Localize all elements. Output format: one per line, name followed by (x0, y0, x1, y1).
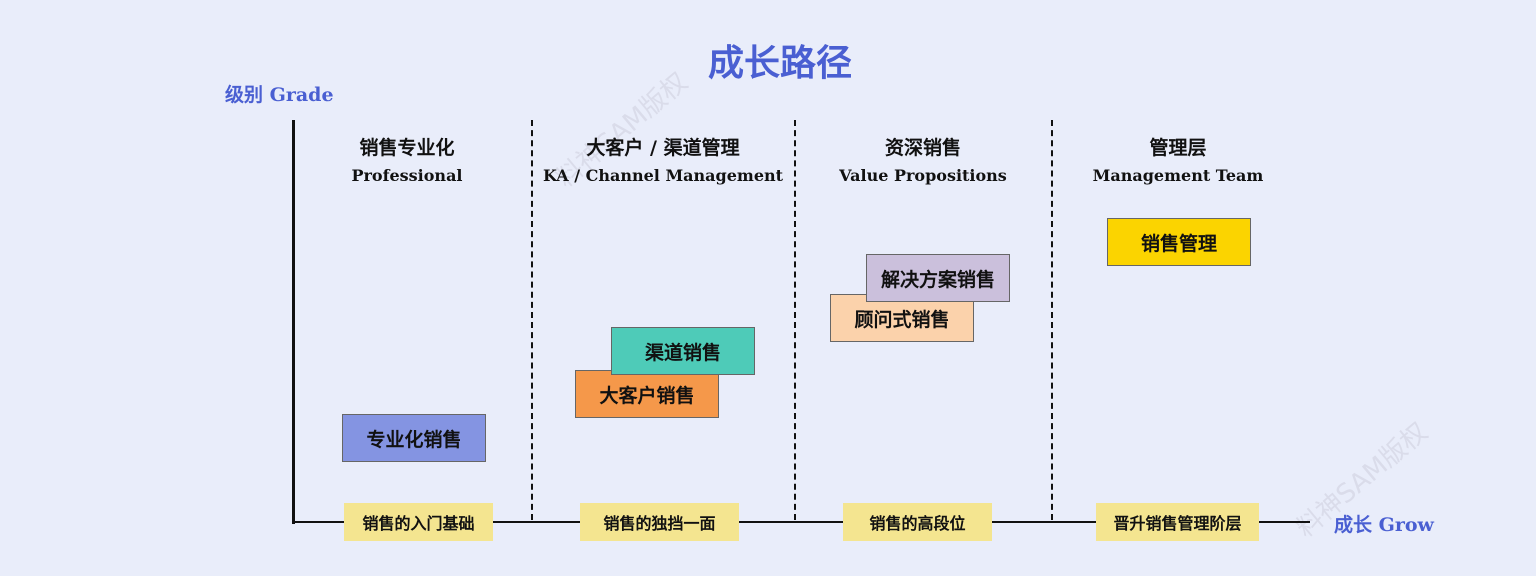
role-professional-sales: 专业化销售 (342, 414, 486, 462)
role-channel-sales: 渠道销售 (611, 327, 755, 375)
column-divider (794, 120, 796, 520)
y-axis-label: 级别 Grade (225, 84, 334, 106)
column-divider (1051, 120, 1053, 520)
stage-label: 销售的高段位 (843, 503, 992, 541)
column-header-management: 管理层 Management Team (1048, 133, 1308, 185)
x-axis-label: 成长 Grow (1334, 514, 1434, 536)
column-title-en: Value Propositions (839, 166, 1007, 185)
role-ka-sales: 大客户销售 (575, 370, 719, 418)
column-title-en: Management Team (1092, 166, 1264, 185)
column-title-zh: 大客户 / 渠道管理 (586, 137, 740, 159)
role-sales-management: 销售管理 (1107, 218, 1251, 266)
column-header-value: 资深销售 Value Propositions (793, 133, 1053, 185)
page-title: 成长路径 (707, 43, 852, 84)
x-axis (292, 521, 1310, 523)
y-axis (292, 120, 295, 524)
column-divider (531, 120, 533, 520)
column-title-en: KA / Channel Management (542, 166, 784, 185)
column-title-zh: 管理层 (1149, 137, 1207, 159)
role-solution-sales: 解决方案销售 (866, 254, 1010, 302)
column-header-ka-channel: 大客户 / 渠道管理 KA / Channel Management (533, 133, 793, 185)
stage-label: 销售的入门基础 (344, 503, 493, 541)
stage-label: 销售的独挡一面 (580, 503, 739, 541)
column-title-en: Professional (351, 166, 463, 185)
stage-label: 晋升销售管理阶层 (1096, 503, 1259, 541)
role-consultative-sales: 顾问式销售 (830, 294, 974, 342)
column-header-professional: 销售专业化 Professional (277, 133, 537, 185)
column-title-zh: 资深销售 (884, 137, 961, 159)
column-title-zh: 销售专业化 (359, 137, 455, 159)
